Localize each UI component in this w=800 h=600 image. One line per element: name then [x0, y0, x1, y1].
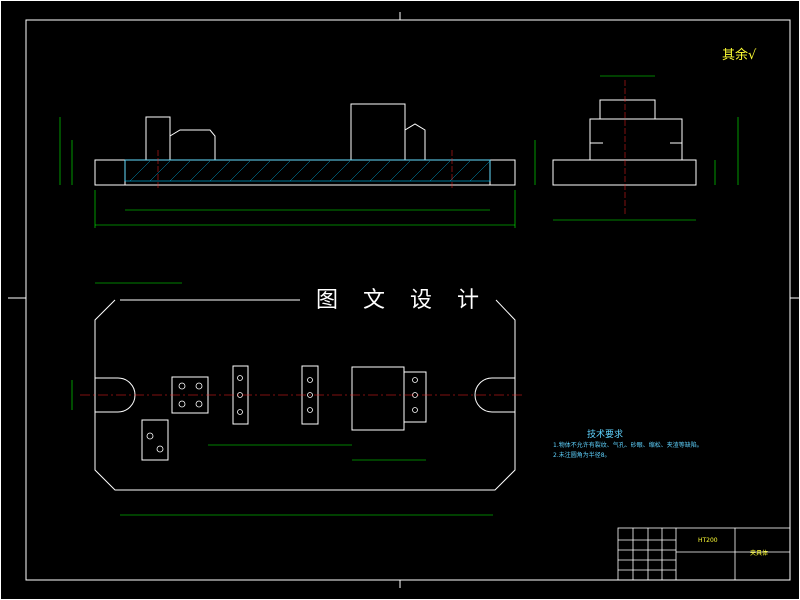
section-hatching	[124, 159, 491, 182]
tech-requirements-title: 技术要求	[587, 430, 624, 440]
side-view	[552, 75, 739, 221]
tech-requirement-line: 1.物体不允许有裂纹、气孔、砂眼、缩松、夹渣等缺陷。	[553, 442, 703, 449]
surface-roughness-note: 其余√	[722, 48, 757, 63]
plan-view	[71, 282, 525, 516]
title-block	[617, 527, 791, 581]
front-view	[59, 103, 536, 228]
title-block-material: HT200	[698, 537, 718, 544]
tech-requirement-line: 2.未注圆角为半径8。	[553, 452, 611, 459]
title-block-part-name: 夹具体	[750, 550, 769, 557]
watermark-text: 图 文 设 计	[316, 284, 488, 318]
